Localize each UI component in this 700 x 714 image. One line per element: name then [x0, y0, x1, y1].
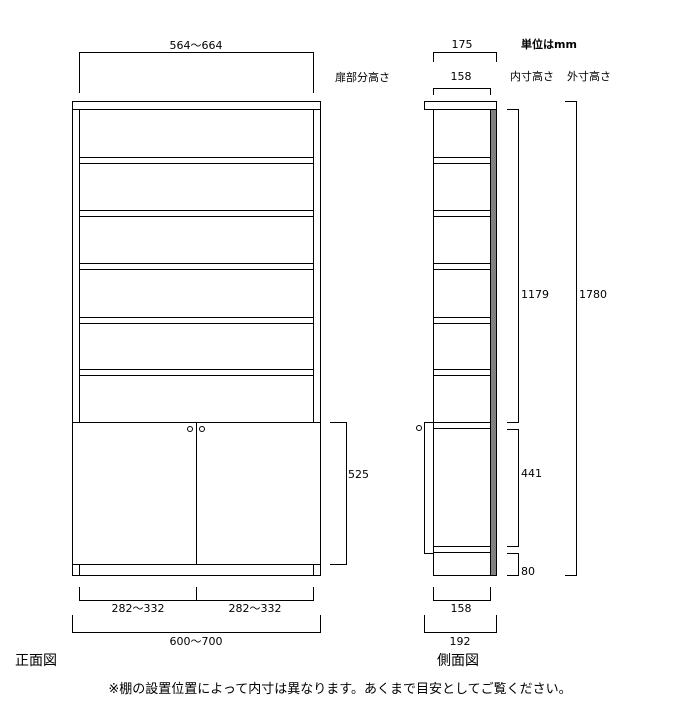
- inner-depth-bottom: 158: [450, 602, 472, 615]
- inner-height-caption: 内寸高さ: [510, 70, 554, 83]
- dim-overall-width: [72, 615, 321, 633]
- side-view: [416, 52, 577, 633]
- outer-height: 1780: [579, 288, 607, 301]
- upper-inner-height: 1179: [521, 288, 549, 301]
- dim-lower-inner: [507, 429, 519, 547]
- door-width-left: 282〜332: [111, 602, 165, 615]
- door-left: [72, 422, 197, 565]
- side-view-title: 側面図: [437, 653, 479, 669]
- shelf: [79, 317, 314, 324]
- dim-door-height: [330, 422, 347, 565]
- door-knob: [187, 426, 193, 432]
- door-height-value: 525: [348, 468, 369, 481]
- shelf: [79, 210, 314, 217]
- dim-top-width: [79, 52, 314, 93]
- overall-depth: 192: [449, 635, 471, 648]
- overall-width: 600〜700: [169, 635, 223, 648]
- top-board: [72, 101, 321, 110]
- door-right: [196, 422, 321, 565]
- outer-height-caption: 外寸高さ: [567, 70, 611, 83]
- side-door-knob: [416, 425, 422, 431]
- right-side-panel: [313, 109, 321, 423]
- back-panel: [490, 109, 497, 576]
- inner-depth-top: 158: [450, 70, 472, 83]
- door-height-caption: 扉部分高さ: [335, 71, 390, 84]
- left-side-panel: [72, 109, 80, 423]
- plinth: [72, 564, 321, 576]
- dim-outer-height: [565, 101, 577, 576]
- lower-inner-height: 441: [521, 467, 542, 480]
- dim-upper-inner: [507, 109, 519, 423]
- unit-label: 単位はmm: [521, 38, 577, 51]
- dim-inner-depth-top: [433, 88, 491, 95]
- shelf: [79, 263, 314, 270]
- side-body: [433, 109, 491, 576]
- note: ※棚の設置位置によって内寸は異なります。あくまで目安としてご覧ください。: [108, 682, 572, 697]
- front-view: [72, 52, 347, 633]
- top-width-label: 564〜664: [169, 39, 223, 52]
- door-width-right: 282〜332: [228, 602, 282, 615]
- dim-door-widths: [79, 587, 314, 601]
- shelf: [79, 369, 314, 376]
- door-knob: [199, 426, 205, 432]
- dim-overall-depth: [424, 615, 497, 633]
- front-view-title: 正面図: [15, 653, 57, 669]
- dim-plinth: [507, 553, 519, 576]
- side-top-board: [424, 101, 497, 110]
- plinth-height: 80: [521, 565, 535, 578]
- shelf: [79, 157, 314, 164]
- side-door: [424, 422, 434, 554]
- dim-top-depth: [433, 52, 497, 62]
- top-depth: 175: [451, 38, 473, 51]
- dim-inner-depth-bottom: [433, 587, 491, 601]
